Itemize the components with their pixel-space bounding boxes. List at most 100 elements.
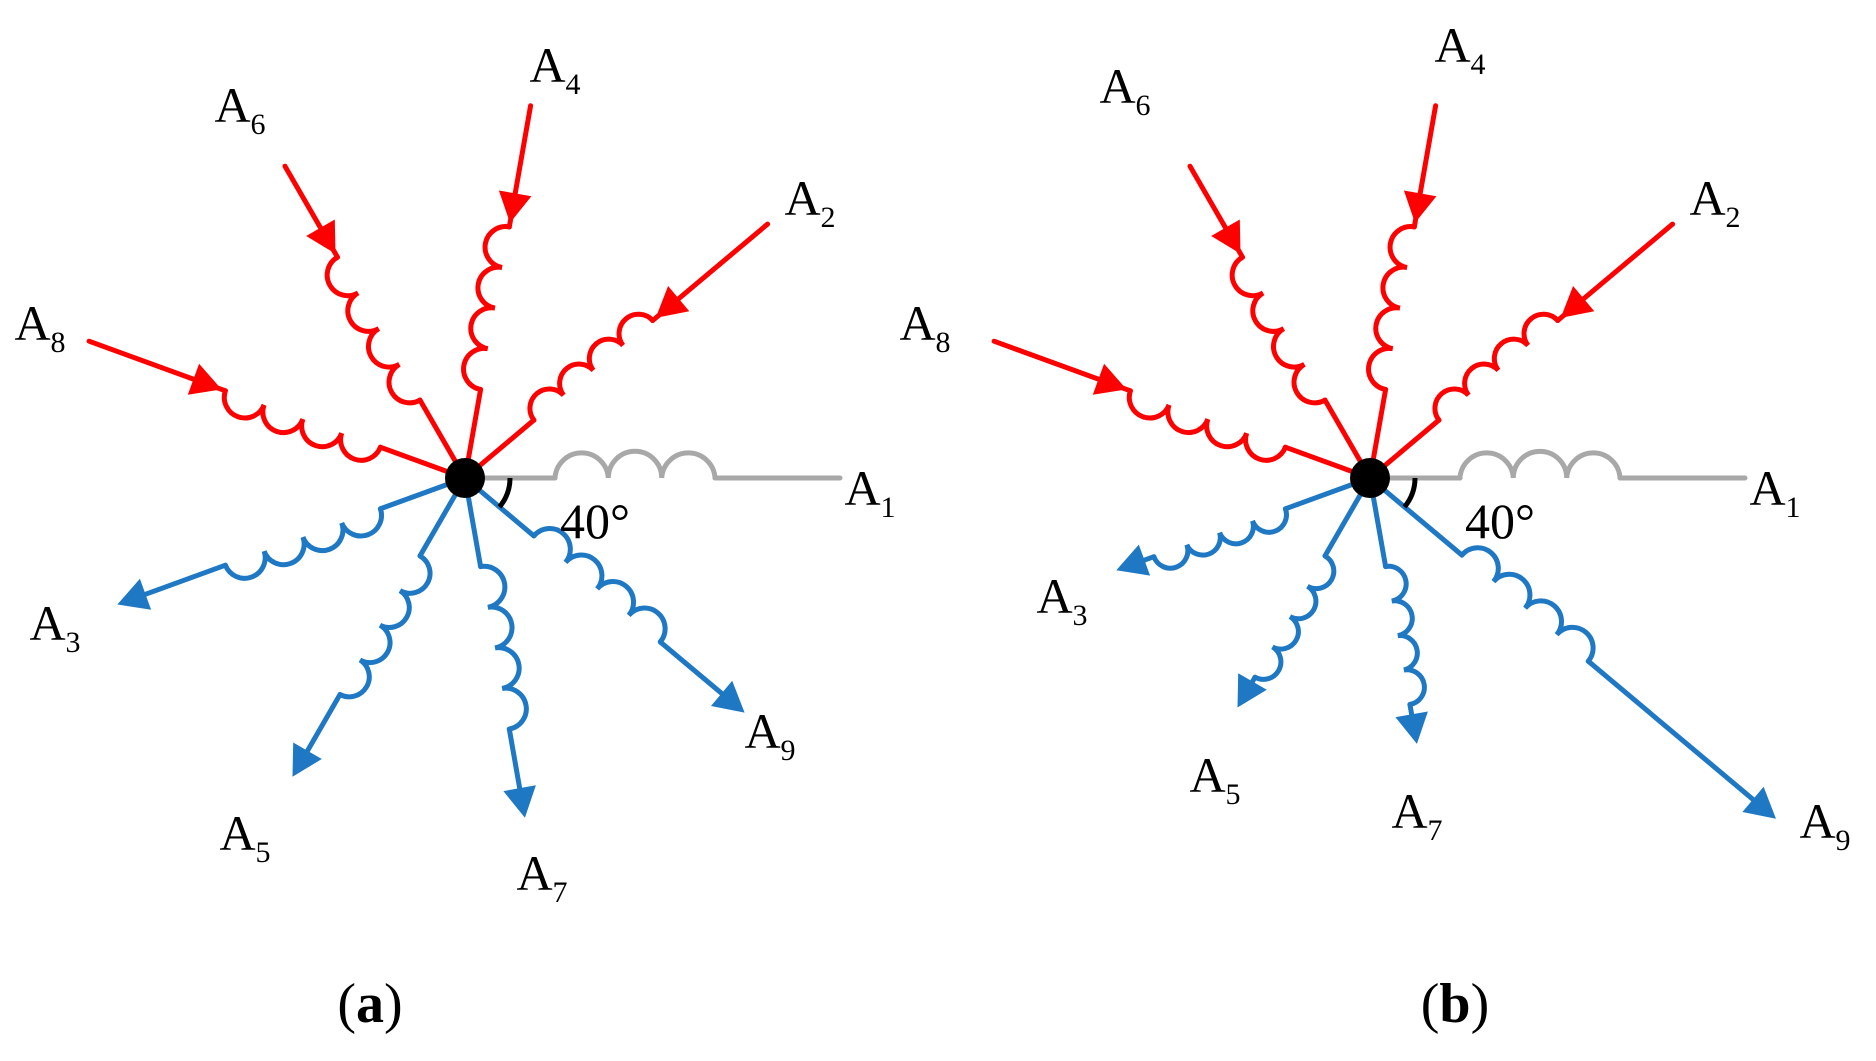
- label-letter: A: [1434, 17, 1470, 73]
- label-letter: A: [784, 170, 820, 226]
- label-letter: A: [844, 460, 880, 516]
- label-a8-b: A8: [899, 295, 950, 359]
- label-letter: A: [214, 77, 250, 133]
- branch-a4-b: A4: [1366, 17, 1486, 481]
- caption-b-letter: b: [1439, 973, 1470, 1035]
- branch-a1-b: A1: [1367, 448, 1801, 524]
- label-a2-b: A2: [1689, 170, 1740, 234]
- label-index: 1: [881, 491, 896, 524]
- branch-a3-coil: [222, 506, 384, 581]
- label-letter: A: [1749, 460, 1785, 516]
- branch-a1-coil: [552, 448, 718, 481]
- label-index: 1: [1786, 491, 1801, 524]
- label-index: 9: [1836, 824, 1851, 857]
- label-index: 7: [553, 876, 568, 909]
- label-index: 3: [1073, 599, 1088, 632]
- label-letter: A: [219, 805, 255, 861]
- branch-a4-arrowhead: [1403, 190, 1437, 223]
- label-a9-a: A9: [744, 703, 795, 767]
- label-a6-b: A6: [1099, 58, 1150, 122]
- branch-a9-b: A9: [1367, 475, 1851, 857]
- label-letter: A: [1036, 568, 1072, 624]
- branch-a5-b: A5: [1189, 475, 1373, 811]
- label-index: 5: [1226, 778, 1241, 811]
- branch-a4-coil: [461, 224, 512, 392]
- branch-a8-arrowhead: [1092, 363, 1127, 395]
- angle-label-a: 40°: [560, 493, 630, 549]
- branch-a7-outer-line: [506, 726, 524, 797]
- center-node-b: [1350, 458, 1390, 498]
- branch-a8-coil: [1126, 388, 1288, 463]
- branch-a3-b: A3: [1036, 475, 1373, 632]
- label-index: 4: [566, 68, 581, 101]
- branch-a9-outer-line: [657, 639, 729, 700]
- label-a2-a: A2: [784, 170, 835, 234]
- branch-a5-coil: [1252, 553, 1337, 682]
- label-letter: A: [14, 295, 50, 351]
- angle-arc-b: [1402, 477, 1418, 509]
- branch-a9-coil: [1459, 545, 1596, 664]
- branch-a4-a: A4: [461, 37, 581, 481]
- label-a7-a: A7: [516, 845, 567, 909]
- label-a5-b: A5: [1189, 747, 1240, 811]
- branch-a6-arrowhead: [306, 219, 336, 254]
- branch-a9-arrowhead: [711, 680, 745, 713]
- label-a4-b: A4: [1434, 17, 1485, 81]
- branch-a9-coil: [531, 526, 668, 645]
- branch-a3-arrowhead: [1116, 544, 1151, 576]
- label-a9-b: A9: [1799, 793, 1850, 857]
- label-index: 2: [821, 201, 836, 234]
- center-node-a: [445, 458, 485, 498]
- label-index: 4: [1471, 48, 1486, 81]
- label-a1-b: A1: [1749, 460, 1800, 524]
- branch-a9-arrowhead: [1742, 786, 1776, 819]
- label-index: 9: [781, 734, 796, 767]
- label-letter: A: [1689, 170, 1725, 226]
- branch-a8-coil: [221, 388, 383, 463]
- branch-a2-arrowhead: [655, 286, 690, 318]
- label-a3-b: A3: [1036, 568, 1087, 632]
- branch-a2-a: A2: [462, 170, 836, 481]
- branch-a9-outer-line: [1585, 658, 1761, 806]
- branch-a5-coil: [337, 553, 433, 700]
- branch-a6-arrowhead: [1211, 219, 1241, 254]
- branch-a3-a: A3: [29, 475, 468, 659]
- branch-a8-arrowhead: [187, 363, 222, 395]
- label-letter: A: [1391, 783, 1427, 839]
- label-index: 6: [1136, 89, 1151, 122]
- label-letter: A: [29, 595, 65, 651]
- branch-a5-arrowhead: [1237, 673, 1267, 708]
- branch-a3-arrowhead: [117, 578, 152, 610]
- label-a5-a: A5: [219, 805, 270, 869]
- label-letter: A: [516, 845, 552, 901]
- branch-a5-a: A5: [219, 475, 468, 869]
- branch-a7-arrowhead: [503, 785, 536, 818]
- label-index: 5: [256, 836, 271, 869]
- branch-a6-b: A6: [1099, 58, 1373, 481]
- label-a8-a: A8: [14, 295, 65, 359]
- label-letter: A: [1099, 58, 1135, 114]
- label-letter: A: [899, 295, 935, 351]
- branch-a6-coil: [1229, 254, 1328, 406]
- label-index: 3: [66, 626, 81, 659]
- branch-a7-coil: [1383, 563, 1427, 707]
- branch-a2-coil: [527, 311, 656, 423]
- branch-a7-coil: [478, 563, 529, 732]
- caption-a-open: (: [337, 973, 356, 1035]
- caption-b-open: (: [1421, 973, 1440, 1035]
- branch-a8-b: A8: [899, 295, 1373, 481]
- label-index: 7: [1428, 814, 1443, 847]
- label-a1-a: A1: [844, 460, 895, 524]
- caption-b-close: ): [1471, 973, 1490, 1035]
- caption-a: (a): [337, 973, 402, 1035]
- caption-b: (b): [1421, 973, 1489, 1035]
- branch-a2-b: A2: [1367, 170, 1741, 481]
- label-index: 8: [51, 326, 66, 359]
- label-a6-a: A6: [214, 77, 265, 141]
- branch-a4-arrowhead: [498, 190, 532, 223]
- branch-a5-outer-line: [302, 692, 343, 759]
- branch-a2-coil: [1432, 311, 1561, 423]
- label-index: 6: [251, 108, 266, 141]
